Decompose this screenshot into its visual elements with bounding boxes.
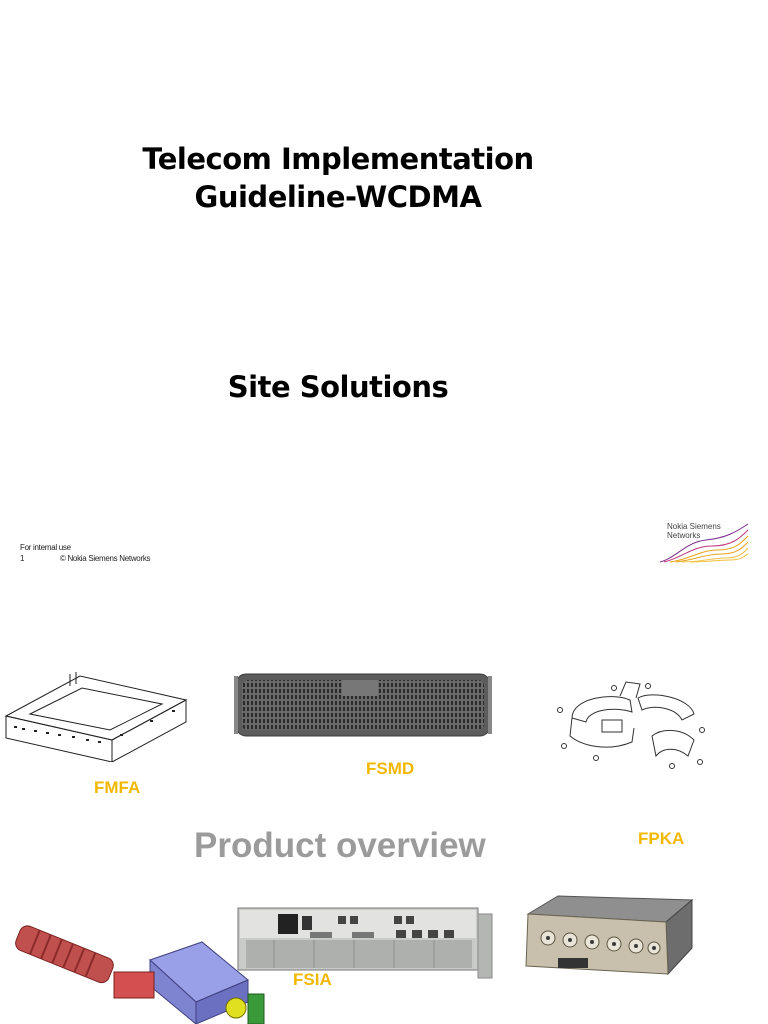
feeder-product-image [15, 925, 265, 1024]
fsia-product-image [237, 907, 493, 979]
footer-page-number: 1 [20, 554, 25, 563]
footer-copyright: © Nokia Siemens Networks [59, 554, 151, 563]
slide-title: Telecom Implementation Guideline-WCDMA [0, 140, 676, 216]
logo-wave-icon [659, 523, 749, 563]
footer-line-2: 1 © Nokia Siemens Networks [20, 553, 151, 564]
logo-text: Nokia Siemens Networks [667, 522, 721, 540]
logo-text-line-2: Networks [667, 531, 701, 540]
slide-subtitle: Site Solutions [227, 370, 449, 404]
fsmd-product-image [234, 673, 492, 737]
fsia-label: FSIA [293, 970, 332, 989]
title-line-2: Guideline-WCDMA [194, 180, 482, 214]
slide-footer: For internal use 1 © Nokia Siemens Netwo… [20, 542, 151, 564]
fmfa-product-image [4, 672, 188, 762]
fpka-label: FPKA [638, 829, 685, 848]
logo-text-line-1: Nokia Siemens [667, 522, 721, 531]
product-overview-heading: Product overview [194, 826, 486, 865]
outdoor-unit-product-image [525, 895, 694, 976]
fsmd-label: FSMD [366, 759, 415, 778]
fmfa-label: FMFA [94, 778, 141, 797]
fpka-product-image [557, 681, 705, 769]
footer-classification: For internal use [20, 543, 71, 552]
nokia-siemens-logo: Nokia Siemens Networks [656, 518, 752, 566]
title-line-1: Telecom Implementation [142, 142, 534, 176]
